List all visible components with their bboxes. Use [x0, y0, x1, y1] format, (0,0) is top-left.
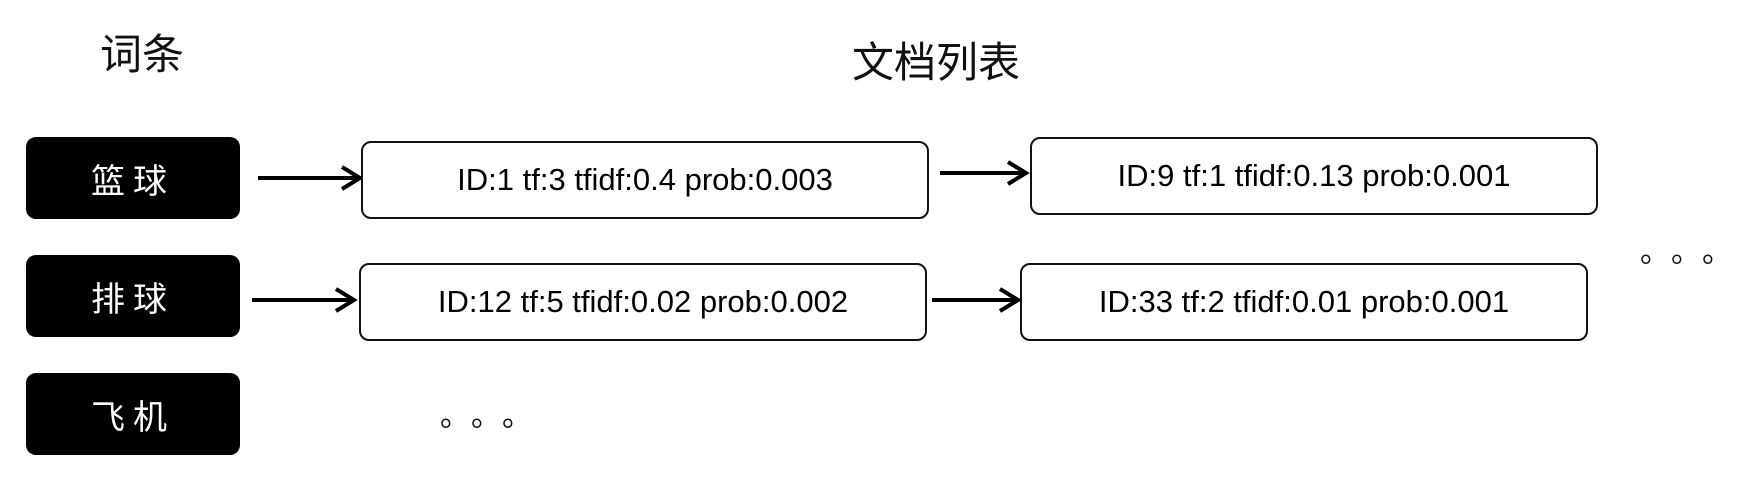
posting-text: ID:33 tf:2 tfidf:0.01 prob:0.001	[1098, 284, 1510, 319]
right-arrow-icon	[932, 287, 1022, 313]
right-arrow-icon	[940, 160, 1030, 186]
posting-node: ID:33 tf:2 tfidf:0.01 prob:0.001	[1020, 263, 1588, 341]
ellipsis-more-documents: 。。。	[1640, 235, 1742, 270]
term-label: 排球	[91, 279, 175, 320]
term-box-airplane: 飞机	[26, 373, 240, 455]
terms-heading: 词条	[100, 30, 185, 79]
posting-node: ID:12 tf:5 tfidf:0.02 prob:0.002	[359, 263, 927, 341]
posting-node: ID:1 tf:3 tfidf:0.4 prob:0.003	[361, 141, 929, 219]
document-list-heading: 文档列表	[852, 38, 1021, 87]
term-box-volleyball: 排球	[26, 255, 240, 337]
term-label: 篮球	[91, 161, 175, 202]
right-arrow-icon	[258, 165, 364, 191]
posting-text: ID:12 tf:5 tfidf:0.02 prob:0.002	[437, 284, 849, 319]
ellipsis-more-postings: 。。。	[440, 399, 548, 434]
posting-text: ID:9 tf:1 tfidf:0.13 prob:0.001	[1117, 158, 1511, 193]
right-arrow-icon	[252, 287, 358, 313]
posting-text: ID:1 tf:3 tfidf:0.4 prob:0.003	[457, 162, 833, 197]
term-label: 飞机	[91, 397, 175, 438]
posting-node: ID:9 tf:1 tfidf:0.13 prob:0.001	[1030, 137, 1598, 215]
term-box-basketball: 篮球	[26, 137, 240, 219]
